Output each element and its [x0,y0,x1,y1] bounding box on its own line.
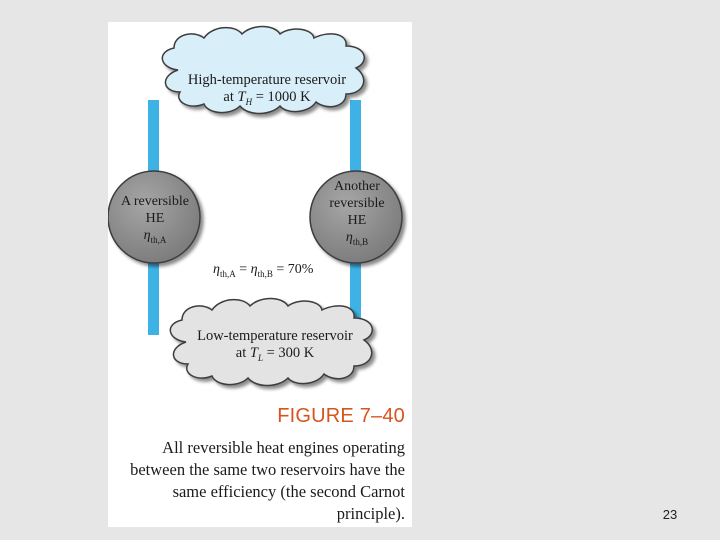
cold-prefix: at [235,345,250,361]
hot-reservoir-line1: High-temperature reservoir [187,72,347,88]
engine-a-eta: ηth,A [110,227,200,249]
figure-label: FIGURE 7–40 [277,405,405,427]
engine-b-eta-symbol: η [345,230,353,245]
hot-sub: H [245,96,253,107]
hot-reservoir-cloud [161,25,366,115]
page-number: 23 [662,507,678,522]
engine-b-label: Another reversible HE ηth,B [312,178,402,251]
engine-a-eta-sub: th,A [150,234,167,245]
engine-a-circle [108,170,201,264]
engine-a-label: A reversible HE ηth,A [110,193,200,249]
engine-a-line1: A reversible [120,194,190,209]
eq-sub-a: th,A [219,268,236,279]
eq-eta-b: η [250,262,258,277]
hot-reservoir-line2: at TH = 1000 K [182,89,352,111]
hot-suffix: = 1000 K [252,89,311,105]
cold-reservoir-line1: Low-temperature reservoir [197,328,353,344]
eq-equals: = [235,262,251,277]
cold-reservoir-cloud [169,297,374,387]
diagram-graphic [108,25,403,387]
cold-reservoir-label: Low-temperature reservoir at TL = 300 K [190,328,360,367]
engine-a-eta-symbol: η [143,228,151,243]
figure-panel: High-temperature reservoir at TH = 1000 … [108,22,412,527]
hot-var: T [237,89,246,105]
engine-b-eta: ηth,B [312,229,402,251]
eq-value: = 70% [272,262,314,277]
engine-b-line1: Another [334,179,380,194]
cold-suffix: = 300 K [262,345,315,361]
cold-sub: L [257,352,263,363]
engine-b-line3: HE [347,213,367,228]
engine-a-line2: HE [145,211,165,226]
hot-prefix: at [223,89,238,105]
eq-eta-a: η [213,262,220,277]
eq-sub-b: th,B [257,268,273,279]
figure-caption: All reversible heat engines operating be… [130,438,405,523]
hot-reservoir-label: High-temperature reservoir at TH = 1000 … [182,72,352,111]
efficiency-equation: ηth,A = ηth,B = 70% [213,262,353,279]
engine-b-line2: reversible [329,196,385,211]
engine-b-eta-sub: th,B [352,236,369,247]
cold-reservoir-line2: at TL = 300 K [190,345,360,367]
engine-b-circle [309,170,403,264]
cold-var: T [249,345,258,361]
